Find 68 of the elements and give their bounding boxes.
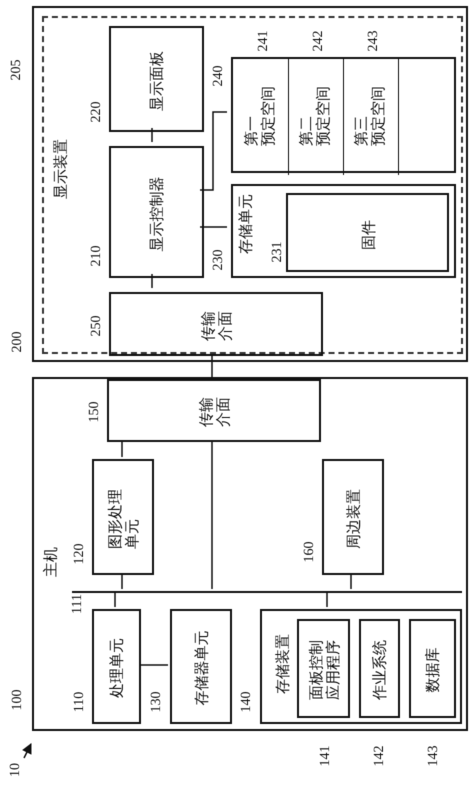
connector-line	[350, 573, 352, 589]
component-name: 主机	[43, 547, 60, 577]
component-box	[92, 459, 154, 575]
reference-numeral: 150	[86, 402, 103, 422]
component-name: 面板控制应用程序	[308, 640, 343, 700]
reference-numeral: 141	[318, 746, 334, 766]
component-box	[409, 619, 456, 718]
component-name: 第一预定空间	[244, 86, 278, 146]
component-name: 周边装置	[346, 489, 364, 549]
component-name: 显示装置	[53, 139, 70, 199]
reference-numeral: 140	[238, 692, 255, 712]
reference-numeral: 240	[210, 66, 227, 86]
component-box	[297, 619, 350, 718]
component-box	[286, 193, 449, 272]
reference-numeral: 250	[88, 316, 105, 336]
component-name: 存储器单元	[194, 630, 212, 706]
reference-numeral: 100	[10, 690, 26, 710]
component-name: 第三预定空间	[354, 86, 388, 146]
component-box	[322, 459, 384, 575]
connector-line	[121, 573, 123, 589]
reference-numeral: 210	[88, 246, 105, 266]
component-box	[231, 184, 456, 278]
component-box	[359, 619, 400, 718]
component-box	[109, 292, 323, 356]
reference-numeral: 142	[372, 746, 388, 766]
component-name: 传输介面	[200, 311, 235, 341]
connector-line	[139, 664, 168, 666]
component-name: 作业系统	[372, 640, 390, 700]
component-name: 固件	[361, 220, 378, 250]
reference-numeral: 200	[10, 332, 26, 352]
component-name: 存储装置	[275, 634, 292, 694]
reference-numeral: 10	[8, 763, 24, 777]
connector-line	[151, 128, 153, 142]
reference-numeral: 111	[70, 594, 86, 614]
component-name: 传输介面	[198, 397, 233, 427]
connector-line	[114, 591, 116, 607]
reference-numeral: 120	[72, 544, 88, 564]
reference-numeral: 241	[256, 30, 272, 52]
connector-line	[200, 111, 227, 191]
component-name: 图形处理单元	[108, 489, 142, 549]
component-name: 数据库	[425, 648, 442, 692]
connector-line	[326, 591, 328, 607]
reference-numeral: 130	[148, 692, 165, 712]
reference-numeral: 242	[310, 30, 327, 52]
component-name: 显示控制器	[149, 176, 166, 252]
component-name: 显示面板	[149, 51, 166, 111]
component-box	[92, 609, 141, 724]
reference-numeral: 230	[210, 250, 227, 270]
reference-numeral: 205	[8, 60, 25, 80]
reference-numeral: 220	[88, 102, 105, 122]
reference-numeral: 243	[366, 30, 382, 52]
reference-numeral: 231	[270, 242, 286, 262]
component-box	[170, 609, 232, 724]
reference-numeral: 160	[302, 542, 318, 562]
reference-numeral: 143	[426, 746, 442, 766]
component-box	[109, 26, 204, 132]
leader-arrow	[22, 743, 32, 758]
connector-line	[200, 226, 227, 228]
connector-line	[121, 440, 123, 457]
component-name: 第二预定空间	[298, 86, 333, 146]
component-box	[107, 379, 321, 442]
bus-line	[72, 591, 462, 593]
reference-numeral: 110	[72, 692, 88, 712]
component-name: 处理单元	[109, 638, 126, 698]
component-box	[109, 146, 204, 278]
component-name: 存储单元	[238, 194, 256, 254]
connector-line	[151, 274, 153, 288]
connector-line	[211, 440, 213, 589]
